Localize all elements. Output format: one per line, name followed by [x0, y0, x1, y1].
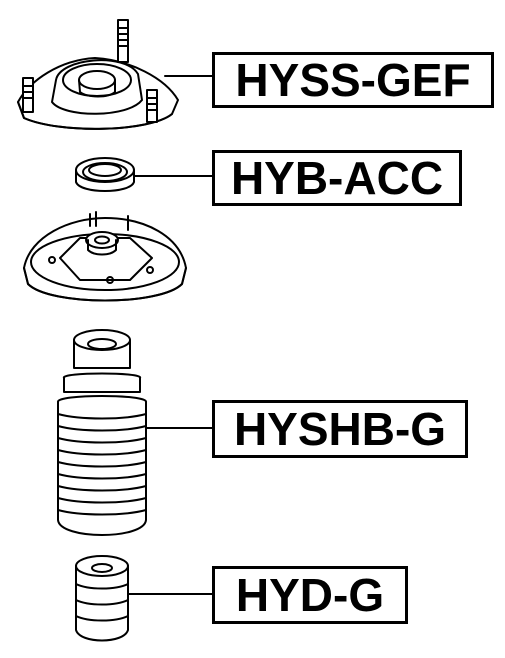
- strut-bearing-drawing: [75, 157, 135, 192]
- part-number-bump-stop: HYD-G: [212, 566, 408, 624]
- shock-boot-drawing: [56, 329, 148, 536]
- part-number-strut-mount: HYSS-GEF: [212, 52, 494, 108]
- part-number-strut-bearing: HYB-ACC: [212, 150, 462, 206]
- strut-mount-drawing: [17, 19, 179, 130]
- bump-stop-drawing: [75, 555, 129, 642]
- part-number-shock-boot: HYSHB-G: [212, 400, 468, 458]
- upper-spring-seat-drawing: [23, 211, 187, 302]
